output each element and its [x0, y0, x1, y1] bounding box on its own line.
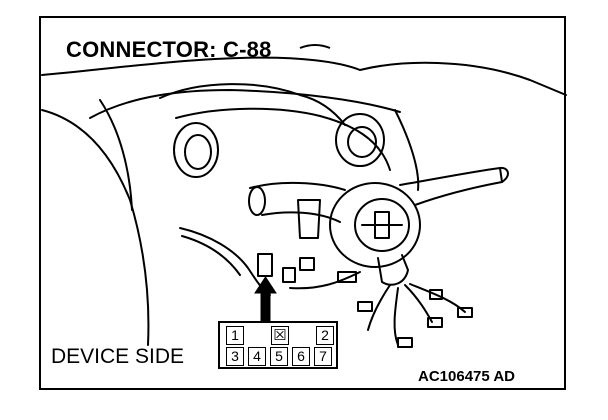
pin-6: 6 — [292, 347, 310, 366]
dashboard-lower-outline — [89, 89, 401, 119]
connector-plug-1 — [257, 253, 273, 277]
harness-left-1 — [179, 227, 271, 296]
clock-spring-connector — [377, 254, 409, 286]
column-top — [249, 181, 346, 191]
gauge-left — [173, 122, 219, 178]
wire-plug-2 — [397, 337, 413, 348]
pin-7: 7 — [314, 347, 332, 366]
stalk-right-tip — [499, 166, 509, 183]
stalk-right — [399, 167, 503, 206]
device-side-label: DEVICE SIDE — [51, 345, 185, 368]
left-pillar — [41, 109, 150, 346]
pin-1: 1 — [226, 326, 244, 345]
connector-plug-3 — [299, 257, 315, 271]
diagram-frame — [39, 16, 566, 390]
title-leader-line — [299, 44, 331, 49]
connector-plug-2 — [282, 267, 296, 283]
dashboard-outline — [41, 56, 567, 96]
stalk-left — [297, 199, 321, 239]
connector-title: CONNECTOR: C-88 — [66, 37, 272, 62]
cluster-right-edge — [394, 109, 420, 191]
wire-3 — [404, 284, 433, 323]
pin-3: 3 — [226, 347, 244, 366]
wire-plug-4 — [457, 307, 473, 318]
column-bottom — [261, 211, 341, 223]
pin-5: 5 — [270, 347, 288, 366]
connector-pinout: 1 ☒ 2 3 4 5 6 7 — [218, 321, 338, 369]
gauge-right — [335, 113, 385, 167]
left-pillar-inner — [99, 99, 133, 211]
wire-4 — [409, 283, 466, 313]
wire-plug-1 — [357, 301, 373, 312]
cluster-hood — [159, 83, 346, 126]
harness-left-2 — [181, 235, 241, 276]
cluster-body — [175, 107, 391, 171]
pin-4: 4 — [248, 347, 266, 366]
pin-2: 2 — [316, 326, 334, 345]
clock-spring — [329, 182, 421, 268]
wire-plug-5 — [429, 289, 443, 300]
gauge-left-inner — [184, 134, 212, 170]
wire-1 — [367, 284, 391, 331]
connector-plug-4 — [337, 271, 357, 283]
wire-2 — [393, 287, 399, 346]
clock-spring-inner — [354, 198, 410, 252]
figure-code: AC106475 AD — [418, 368, 515, 385]
pin-blank: ☒ — [271, 326, 289, 345]
wire-plug-3 — [427, 317, 443, 328]
gauge-right-inner — [347, 126, 377, 158]
column-end — [248, 186, 266, 216]
harness-center — [289, 271, 361, 290]
